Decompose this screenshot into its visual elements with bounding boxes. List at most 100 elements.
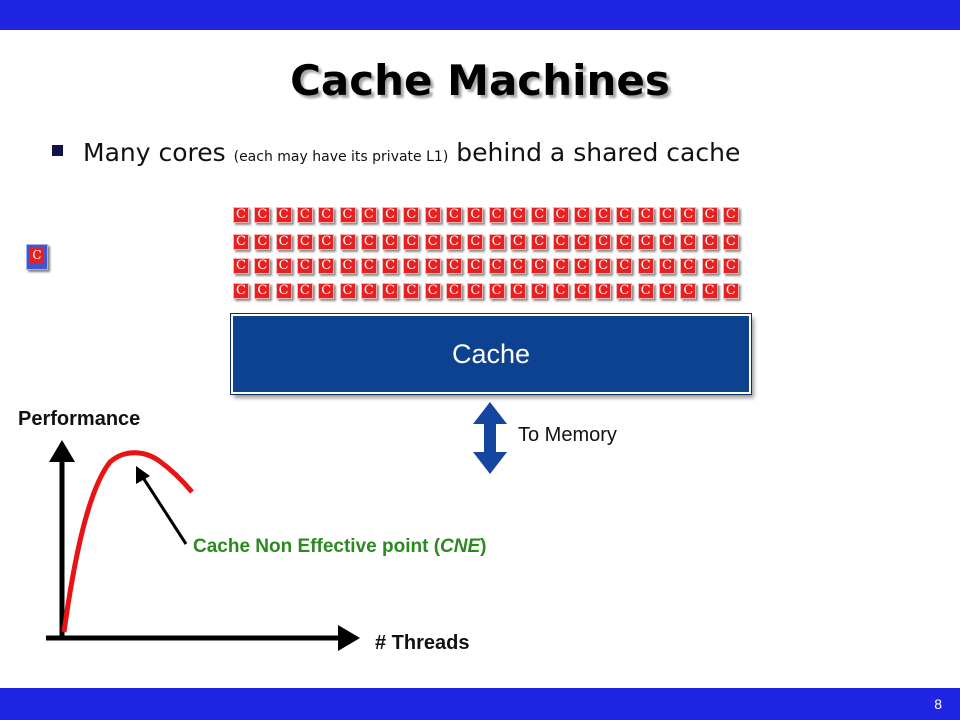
core-square: C: [254, 283, 271, 299]
y-axis-arrowhead-icon: [49, 440, 75, 462]
core-square: C: [467, 234, 484, 250]
core-square: C: [680, 258, 697, 274]
to-memory-label: To Memory: [518, 424, 617, 446]
x-axis-label: # Threads: [375, 632, 470, 654]
core-square: C: [233, 207, 249, 223]
core-square: C: [360, 283, 377, 299]
core-square: C: [680, 234, 697, 250]
core-square: C: [531, 283, 548, 299]
bullet-item: Many cores (each may have its private L1…: [52, 138, 740, 167]
core-square: C: [360, 258, 377, 274]
core-square: C: [680, 207, 697, 223]
core-square: C: [552, 234, 569, 250]
slide-title: Cache Machines: [290, 56, 670, 105]
cne-text-start: Cache Non Effective point (: [193, 536, 441, 557]
x-axis-arrowhead-icon: [338, 625, 360, 651]
core-square: C: [296, 283, 313, 299]
core-square: C: [446, 258, 462, 274]
core-square: C: [616, 207, 633, 223]
core-square: C: [659, 234, 675, 250]
core-square: C: [254, 258, 271, 274]
core-square: C: [509, 207, 526, 223]
cne-text-end: ): [480, 536, 487, 557]
core-square: C: [339, 283, 356, 299]
core-square: C: [488, 258, 505, 274]
core-square: C: [318, 283, 335, 299]
core-square: C: [360, 234, 377, 250]
core-square: C: [616, 258, 633, 274]
core-square: C: [680, 283, 697, 299]
core-square: C: [531, 207, 548, 223]
core-square: C: [467, 207, 484, 223]
bottom-bar: 8: [0, 688, 960, 720]
core-square: C: [275, 234, 292, 250]
core-square: C: [382, 207, 399, 223]
core-square: C: [382, 234, 399, 250]
cne-annotation: Cache Non Effective point (CNE): [193, 536, 486, 558]
cne-pointer-line: [140, 475, 188, 545]
core-square: C: [722, 283, 739, 299]
core-square: C: [382, 283, 399, 299]
core-square: C: [467, 283, 484, 299]
core-square: C: [722, 258, 739, 274]
core-square: C: [509, 283, 526, 299]
core-square: C: [659, 258, 675, 274]
core-square: C: [722, 234, 739, 250]
core-square: C: [595, 258, 612, 274]
core-square: C: [339, 258, 356, 274]
core-square: C: [296, 258, 313, 274]
core-square: C: [573, 207, 590, 223]
core-square: C: [424, 234, 441, 250]
square-bullet-icon: [52, 145, 63, 156]
core-square: C: [233, 234, 249, 250]
core-square: C: [488, 283, 505, 299]
core-square: C: [382, 258, 399, 274]
cne-abbrev: CNE: [440, 536, 481, 557]
core-square: C: [701, 234, 718, 250]
single-core-letter: C: [30, 248, 44, 263]
bullet-text-main: Many cores: [83, 138, 234, 167]
memory-double-arrow-icon: [473, 402, 507, 474]
core-square: C: [446, 207, 462, 223]
core-square: C: [722, 207, 739, 223]
core-square: C: [318, 234, 335, 250]
core-square: C: [573, 258, 590, 274]
core-square: C: [488, 207, 505, 223]
core-square: C: [403, 258, 420, 274]
core-square: C: [254, 207, 271, 223]
core-square: C: [488, 234, 505, 250]
core-square: C: [552, 283, 569, 299]
core-square: C: [531, 234, 548, 250]
core-square: C: [424, 283, 441, 299]
core-square: C: [446, 234, 462, 250]
core-square: C: [296, 207, 313, 223]
core-square: C: [616, 283, 633, 299]
core-square: C: [233, 258, 249, 274]
core-square: C: [339, 207, 356, 223]
core-square: C: [701, 258, 718, 274]
core-square: C: [616, 234, 633, 250]
core-square: C: [573, 283, 590, 299]
core-square: C: [637, 283, 654, 299]
core-square: C: [595, 283, 612, 299]
core-square: C: [467, 258, 484, 274]
core-square: C: [701, 283, 718, 299]
core-square: C: [552, 258, 569, 274]
core-square: C: [275, 258, 292, 274]
performance-curve: [61, 450, 194, 633]
top-bar: [0, 0, 960, 30]
core-square: C: [360, 207, 377, 223]
core-square: C: [318, 207, 335, 223]
core-square: C: [659, 207, 675, 223]
single-core-icon: C: [26, 244, 48, 270]
core-square: C: [403, 207, 420, 223]
y-axis-label: Performance: [18, 408, 141, 430]
core-square: C: [701, 207, 718, 223]
core-square: C: [339, 234, 356, 250]
core-square: C: [254, 234, 271, 250]
shared-cache-box: Cache: [230, 313, 752, 395]
core-square: C: [446, 283, 462, 299]
core-square: C: [573, 234, 590, 250]
core-square: C: [637, 258, 654, 274]
